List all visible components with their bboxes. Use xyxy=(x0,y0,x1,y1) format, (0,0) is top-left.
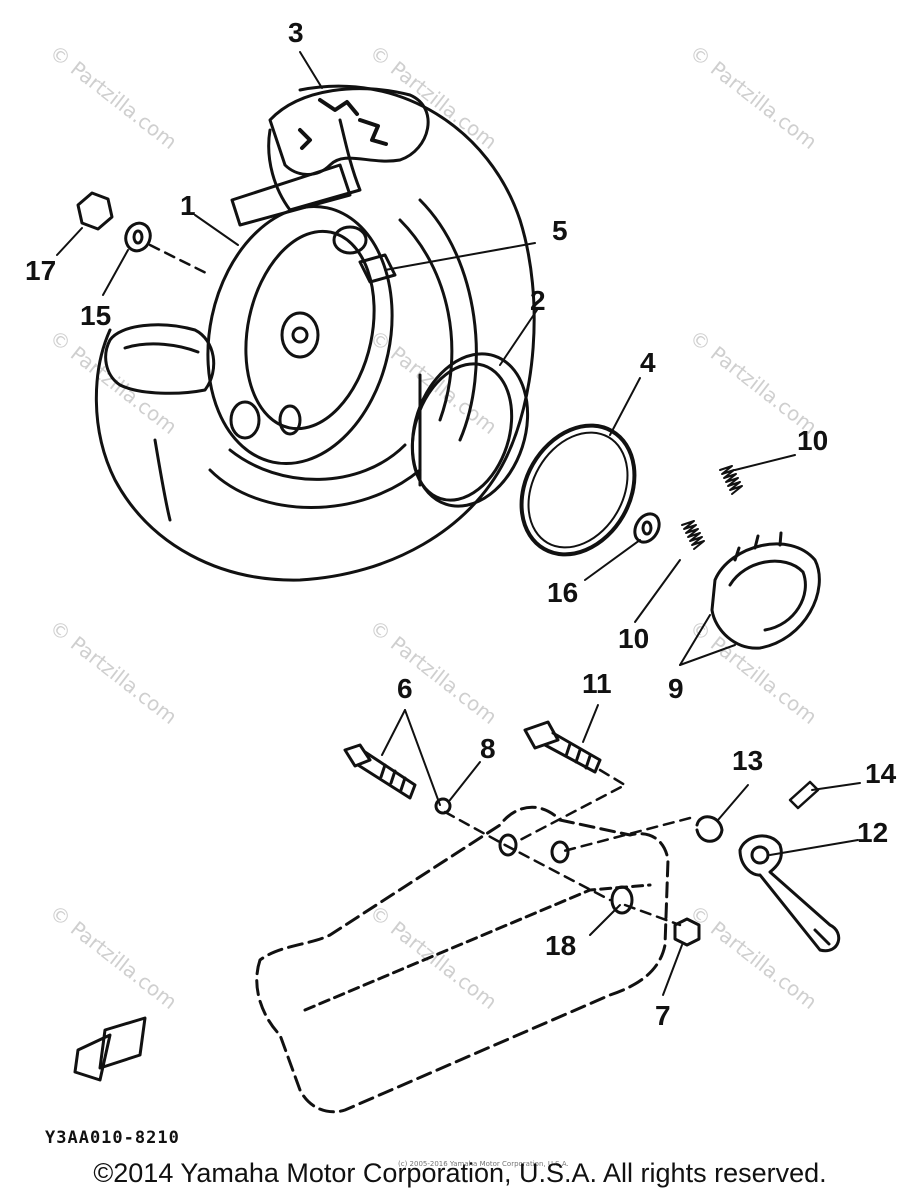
callout-14: 14 xyxy=(865,758,897,789)
callout-3: 3 xyxy=(288,17,304,48)
callout-9: 9 xyxy=(668,673,684,704)
callout-4: 4 xyxy=(640,347,656,378)
rear-wheel-assembly xyxy=(94,84,536,582)
callout-5: 5 xyxy=(552,215,568,246)
washer xyxy=(633,512,661,544)
adjusting-bolt xyxy=(523,720,602,774)
copyright-line: ©2014 Yamaha Motor Corporation, U.S.A. A… xyxy=(93,1158,827,1188)
brake-spring xyxy=(681,520,705,550)
callout-12: 12 xyxy=(857,817,888,848)
small-copyright-notice: (c) 2005-2016 Yamaha Motor Corporation, … xyxy=(398,1160,569,1168)
transmission-case xyxy=(255,805,670,1114)
callout-7: 7 xyxy=(655,1000,671,1031)
callout-11: 11 xyxy=(582,668,612,699)
callout-13: 13 xyxy=(732,745,763,776)
washer xyxy=(124,221,152,253)
brake-shoe-set xyxy=(710,531,821,650)
acorn-nut xyxy=(76,191,114,231)
tire-outline xyxy=(94,84,536,582)
o-ring xyxy=(519,423,637,557)
washer xyxy=(695,815,724,843)
tire-cutaway-left xyxy=(104,323,216,395)
nut xyxy=(434,797,452,815)
brake-cam-lever xyxy=(738,834,841,953)
callout-15: 15 xyxy=(80,300,111,331)
callout-8: 8 xyxy=(480,733,496,764)
nut xyxy=(673,917,701,947)
brake-drum-ring xyxy=(410,352,530,508)
callout-16: 16 xyxy=(547,577,578,608)
callout-17: 17 xyxy=(25,255,56,286)
front-direction-icon xyxy=(73,1016,147,1082)
figure-code: Y3AA010-8210 xyxy=(45,1128,180,1148)
brake-spring xyxy=(719,465,743,495)
callout-10-top: 10 xyxy=(797,425,828,456)
assembly-lines xyxy=(148,243,692,927)
callout-6: 6 xyxy=(397,673,413,704)
callout-2: 2 xyxy=(530,285,546,316)
callout-1: 1 xyxy=(180,190,196,221)
callout-18: 18 xyxy=(545,930,576,961)
shaft-bolt xyxy=(343,743,417,800)
wheel-rim xyxy=(206,204,394,466)
leader-lines xyxy=(56,51,861,996)
lever-bolt xyxy=(788,780,820,810)
callout-10-bottom: 10 xyxy=(618,623,649,654)
